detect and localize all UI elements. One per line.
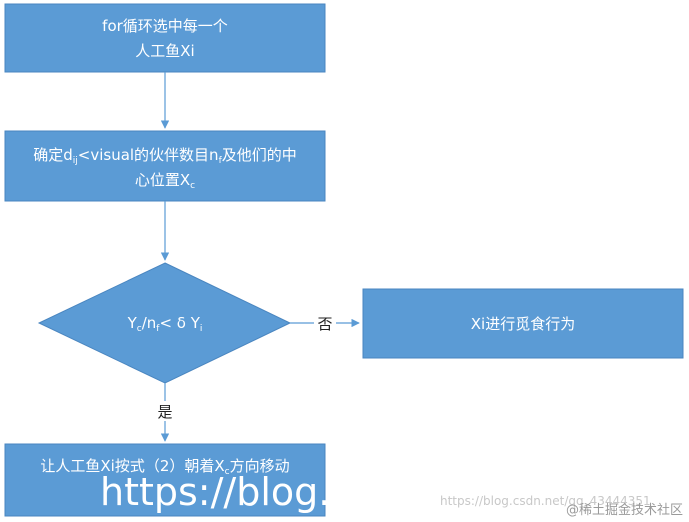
step1-line2: 人工鱼Xi	[135, 42, 194, 60]
watermark-csdn-url: https://blog.csdn.net/qq_43444351	[440, 494, 651, 508]
step2-line1-sub2: f	[219, 156, 223, 166]
yes-label-sub: c	[225, 467, 230, 477]
process-box-foraging-text: Xi进行觅食行为	[471, 315, 575, 333]
yes-label-a: 让人工鱼Xi按式（2）朝着X	[40, 457, 224, 475]
process-box-select-fish-text-2: 人工鱼Xi	[135, 42, 194, 60]
edge-label-yes-bg	[154, 401, 176, 421]
decision-b-sub: f	[156, 324, 160, 334]
process-box-select-fish	[4, 3, 326, 73]
watermark-community: @稀土掘金技术社区	[566, 502, 683, 518]
step2-line1-c: 及他们的中	[222, 146, 297, 164]
process-box-partner-count	[4, 130, 326, 202]
decision-c-sub: i	[200, 324, 203, 334]
watermark-big-url: https://blog.c	[100, 470, 351, 514]
step2-line1-b: <visual的伙伴数目n	[78, 146, 219, 164]
process-box-partner-count-text-2: 心位置Xc	[135, 171, 195, 191]
process-box-move-to-center	[4, 443, 326, 517]
edge-label-no: 否	[317, 315, 332, 333]
process-box-partner-count-text: 确定dij<visual的伙伴数目nf及他们的中	[33, 146, 297, 166]
decision-b: /n	[142, 314, 157, 332]
decision-a-sub: c	[137, 324, 142, 334]
process-box-select-fish-text: for循环选中每一个	[102, 17, 228, 35]
decision-c: < δ Y	[159, 314, 200, 332]
yes-label-b: 方向移动	[230, 457, 290, 475]
decision-condition-text: Yc/nf< δ Yi	[127, 314, 203, 334]
step1-line1: for循环选中每一个	[102, 17, 228, 35]
step2-line1-sub: ij	[73, 156, 78, 166]
edge-label-yes: 是	[157, 403, 172, 421]
process-box-foraging	[362, 288, 684, 359]
edge-label-no-bg	[314, 313, 336, 333]
step2-line2-sub: c	[190, 181, 195, 191]
process-box-move-to-center-text: 让人工鱼Xi按式（2）朝着Xc方向移动	[40, 457, 289, 477]
decision-a: Y	[127, 314, 138, 332]
step2-line2-a: 心位置X	[135, 171, 190, 189]
step2-line1-a: 确定d	[33, 146, 73, 164]
